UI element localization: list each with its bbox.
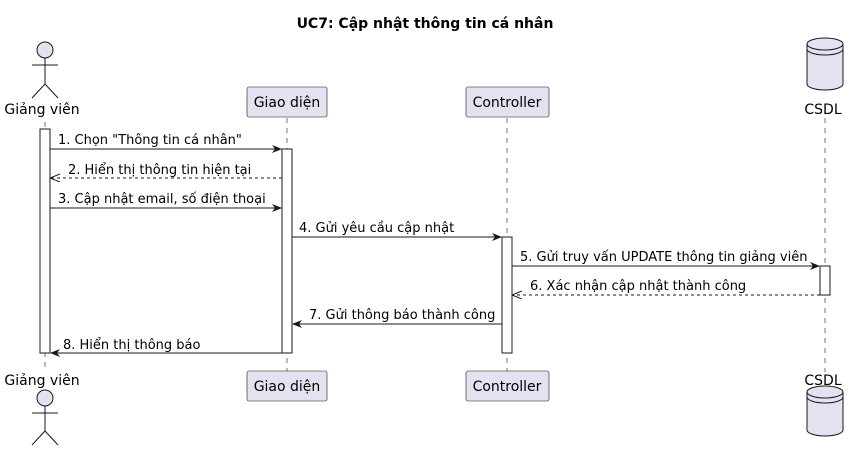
participant-controller-box-bottom [465,370,550,402]
message-label-8: 8. Hiển thị thông báo [63,338,201,353]
participant-db-label-bottom: CSDL [804,373,841,389]
message-label-4: 4. Gửi yêu cầu cập nhật [299,221,454,236]
participant-controller-label-bottom: Controller [473,379,542,395]
participant-actor-label-bottom: Giảng viên [4,373,79,389]
diagram-title: UC7: Cập nhật thông tin cá nhân [297,16,554,32]
activation-db [819,265,831,296]
participant-ui-box-bottom [246,370,328,402]
participant-controller-label-top: Controller [473,95,542,111]
participant-db-label-top: CSDL [804,102,841,118]
message-label-2: 2. Hiển thị thông tin hiện tại [68,163,251,178]
activation-controller [501,236,513,354]
participant-controller-box-top [465,86,550,118]
activation-ui [281,148,293,354]
participant-ui-label-bottom: Giao diện [254,379,321,395]
actor-icon-top [31,41,59,99]
activation-actor [39,128,51,354]
message-label-3: 3. Cập nhật email, số điện thoại [58,192,266,207]
participant-ui-label-top: Giao diện [254,95,321,111]
message-label-1: 1. Chọn "Thông tin cá nhân" [58,133,242,148]
database-icon-top [806,37,844,91]
message-label-5: 5. Gửi truy vấn UPDATE thông tin giảng v… [520,250,807,265]
participant-ui-box-top [246,86,328,118]
message-label-7: 7. Gửi thông báo thành công [309,308,495,323]
participant-actor-label-top: Giảng viên [4,102,79,118]
message-label-6: 6. Xác nhận cập nhật thành công [530,279,746,294]
database-icon-bottom [806,385,844,437]
actor-icon-bottom [31,389,59,446]
